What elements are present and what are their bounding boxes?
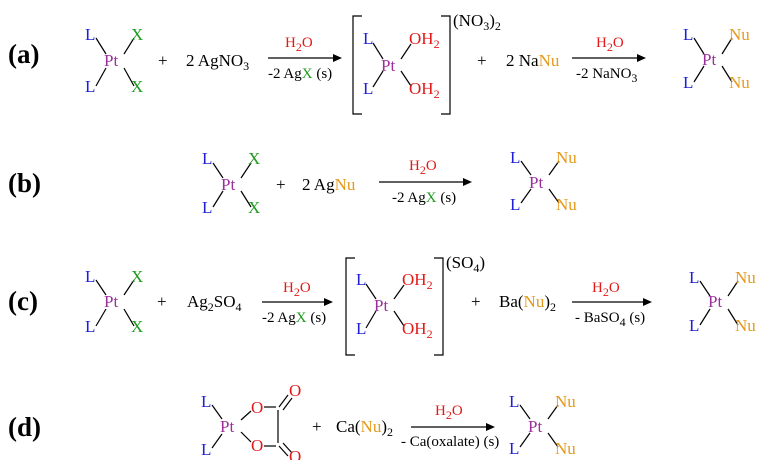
atom-Nu: Nu [556, 148, 577, 167]
atom-Nu: Nu [735, 268, 756, 287]
arrow-a2-bottom: -2 NaNO3 [576, 66, 637, 85]
atom-L: L [85, 317, 95, 336]
product-b: L L Pt Nu Nu [510, 148, 577, 214]
label-b: (b) [8, 168, 41, 198]
oxalate-complex-d: L L Pt O O O O [201, 381, 301, 460]
arrow-d-top: H2O [435, 403, 463, 422]
atom-X: X [131, 317, 143, 336]
arrow-c1: H2O -2 AgX (s) [262, 280, 333, 326]
atom-X: X [248, 198, 260, 217]
product-a: L L Pt Nu Nu [683, 25, 750, 92]
complex-c-reactant: L L Pt X X [85, 267, 143, 336]
atom-Pt: Pt [374, 296, 388, 315]
atom-L: L [202, 198, 212, 217]
atom-Pt: Pt [708, 292, 722, 311]
arrow-c2: H2O - BaSO4 (s) [572, 280, 652, 329]
atom-L: L [201, 392, 211, 411]
product-d: L L Pt Nu Nu [509, 392, 576, 458]
arrow-d: H2O - Ca(oxalate) (s) [401, 403, 499, 450]
label-c: (c) [8, 286, 38, 316]
atom-Nu: Nu [556, 195, 577, 214]
arrow-b-top: H2O [409, 158, 437, 177]
aqua-complex-c: L L Pt OH2 OH2 (SO4) [345, 253, 485, 356]
atom-L: L [363, 29, 373, 48]
arrow-c1-bottom: -2 AgX (s) [262, 310, 326, 326]
atom-L: L [683, 73, 693, 92]
arrow-c2-bottom: - BaSO4 (s) [575, 310, 645, 329]
atom-L: L [509, 439, 519, 458]
plus-sign: + [312, 417, 322, 436]
plus-sign: + [158, 51, 168, 70]
plus-sign: + [477, 51, 487, 70]
atom-Nu: Nu [729, 73, 750, 92]
arrow-a1: H2O -2 AgX (s) [268, 35, 342, 82]
atom-L: L [85, 267, 95, 286]
label-d: (d) [8, 412, 41, 442]
atom-L: L [85, 77, 95, 96]
aqua-ligand: OH2 [409, 29, 440, 51]
atom-Pt: Pt [528, 417, 542, 436]
arrow-d-bottom: - Ca(oxalate) (s) [401, 434, 499, 450]
atom-Pt: Pt [220, 417, 234, 436]
atom-Pt: Pt [381, 56, 395, 75]
atom-Pt: Pt [104, 292, 118, 311]
complex-b-reactant: L L Pt X X [202, 149, 260, 217]
atom-L: L [509, 392, 519, 411]
atom-L: L [510, 148, 520, 167]
reagent-c2: Ba(Nu)2 [499, 292, 556, 314]
arrow-a1-bottom: -2 AgX (s) [268, 66, 332, 82]
atom-Nu: Nu [735, 316, 756, 335]
reagent-c1: Ag2SO4 [187, 292, 242, 314]
atom-O: O [289, 381, 301, 400]
plus-sign: + [471, 292, 481, 311]
atom-Pt: Pt [104, 51, 118, 70]
reagent-a2: 2 NaNu [506, 51, 560, 70]
atom-Nu: Nu [729, 25, 750, 44]
atom-L: L [356, 270, 366, 289]
plus-sign: + [276, 175, 286, 194]
aqua-ligand: OH2 [402, 270, 433, 292]
atom-Pt: Pt [221, 175, 235, 194]
atom-O: O [289, 447, 301, 460]
label-a: (a) [8, 39, 39, 69]
reagent-a1: 2 AgNO3 [186, 51, 249, 73]
product-c: L L Pt Nu Nu [689, 268, 756, 335]
arrow-a2: H2O -2 NaNO3 [572, 35, 646, 85]
arrow-a1-top: H2O [285, 35, 313, 54]
atom-X: X [131, 25, 143, 44]
plus-sign: + [157, 292, 167, 311]
aqua-complex-a: L L Pt OH2 OH2 (NO3)2 [352, 11, 501, 115]
counterion-c: (SO4) [446, 253, 485, 275]
arrow-a2-top: H2O [596, 35, 624, 54]
arrow-b: H2O -2 AgX (s) [379, 158, 472, 206]
atom-L: L [683, 25, 693, 44]
atom-L: L [201, 440, 211, 459]
counterion-a: (NO3)2 [453, 11, 501, 33]
atom-L: L [689, 268, 699, 287]
atom-L: L [363, 79, 373, 98]
atom-L: L [202, 149, 212, 168]
atom-L: L [689, 316, 699, 335]
atom-X: X [248, 149, 260, 168]
atom-L: L [356, 319, 366, 338]
atom-O: O [251, 398, 263, 417]
reagent-d: Ca(Nu)2 [336, 417, 393, 439]
atom-Nu: Nu [555, 392, 576, 411]
complex-a-reactant: L L Pt X X [85, 25, 143, 96]
arrow-c1-top: H2O [283, 280, 311, 299]
atom-X: X [131, 77, 143, 96]
arrow-c2-top: H2O [592, 280, 620, 299]
atom-Pt: Pt [529, 173, 543, 192]
atom-L: L [85, 25, 95, 44]
atom-X: X [131, 267, 143, 286]
aqua-ligand: OH2 [402, 319, 433, 341]
atom-O: O [251, 436, 263, 455]
aqua-ligand: OH2 [409, 79, 440, 101]
atom-Pt: Pt [702, 50, 716, 69]
arrow-b-bottom: -2 AgX (s) [392, 190, 456, 206]
atom-L: L [510, 195, 520, 214]
atom-Nu: Nu [555, 439, 576, 458]
reagent-b: 2 AgNu [302, 175, 356, 194]
